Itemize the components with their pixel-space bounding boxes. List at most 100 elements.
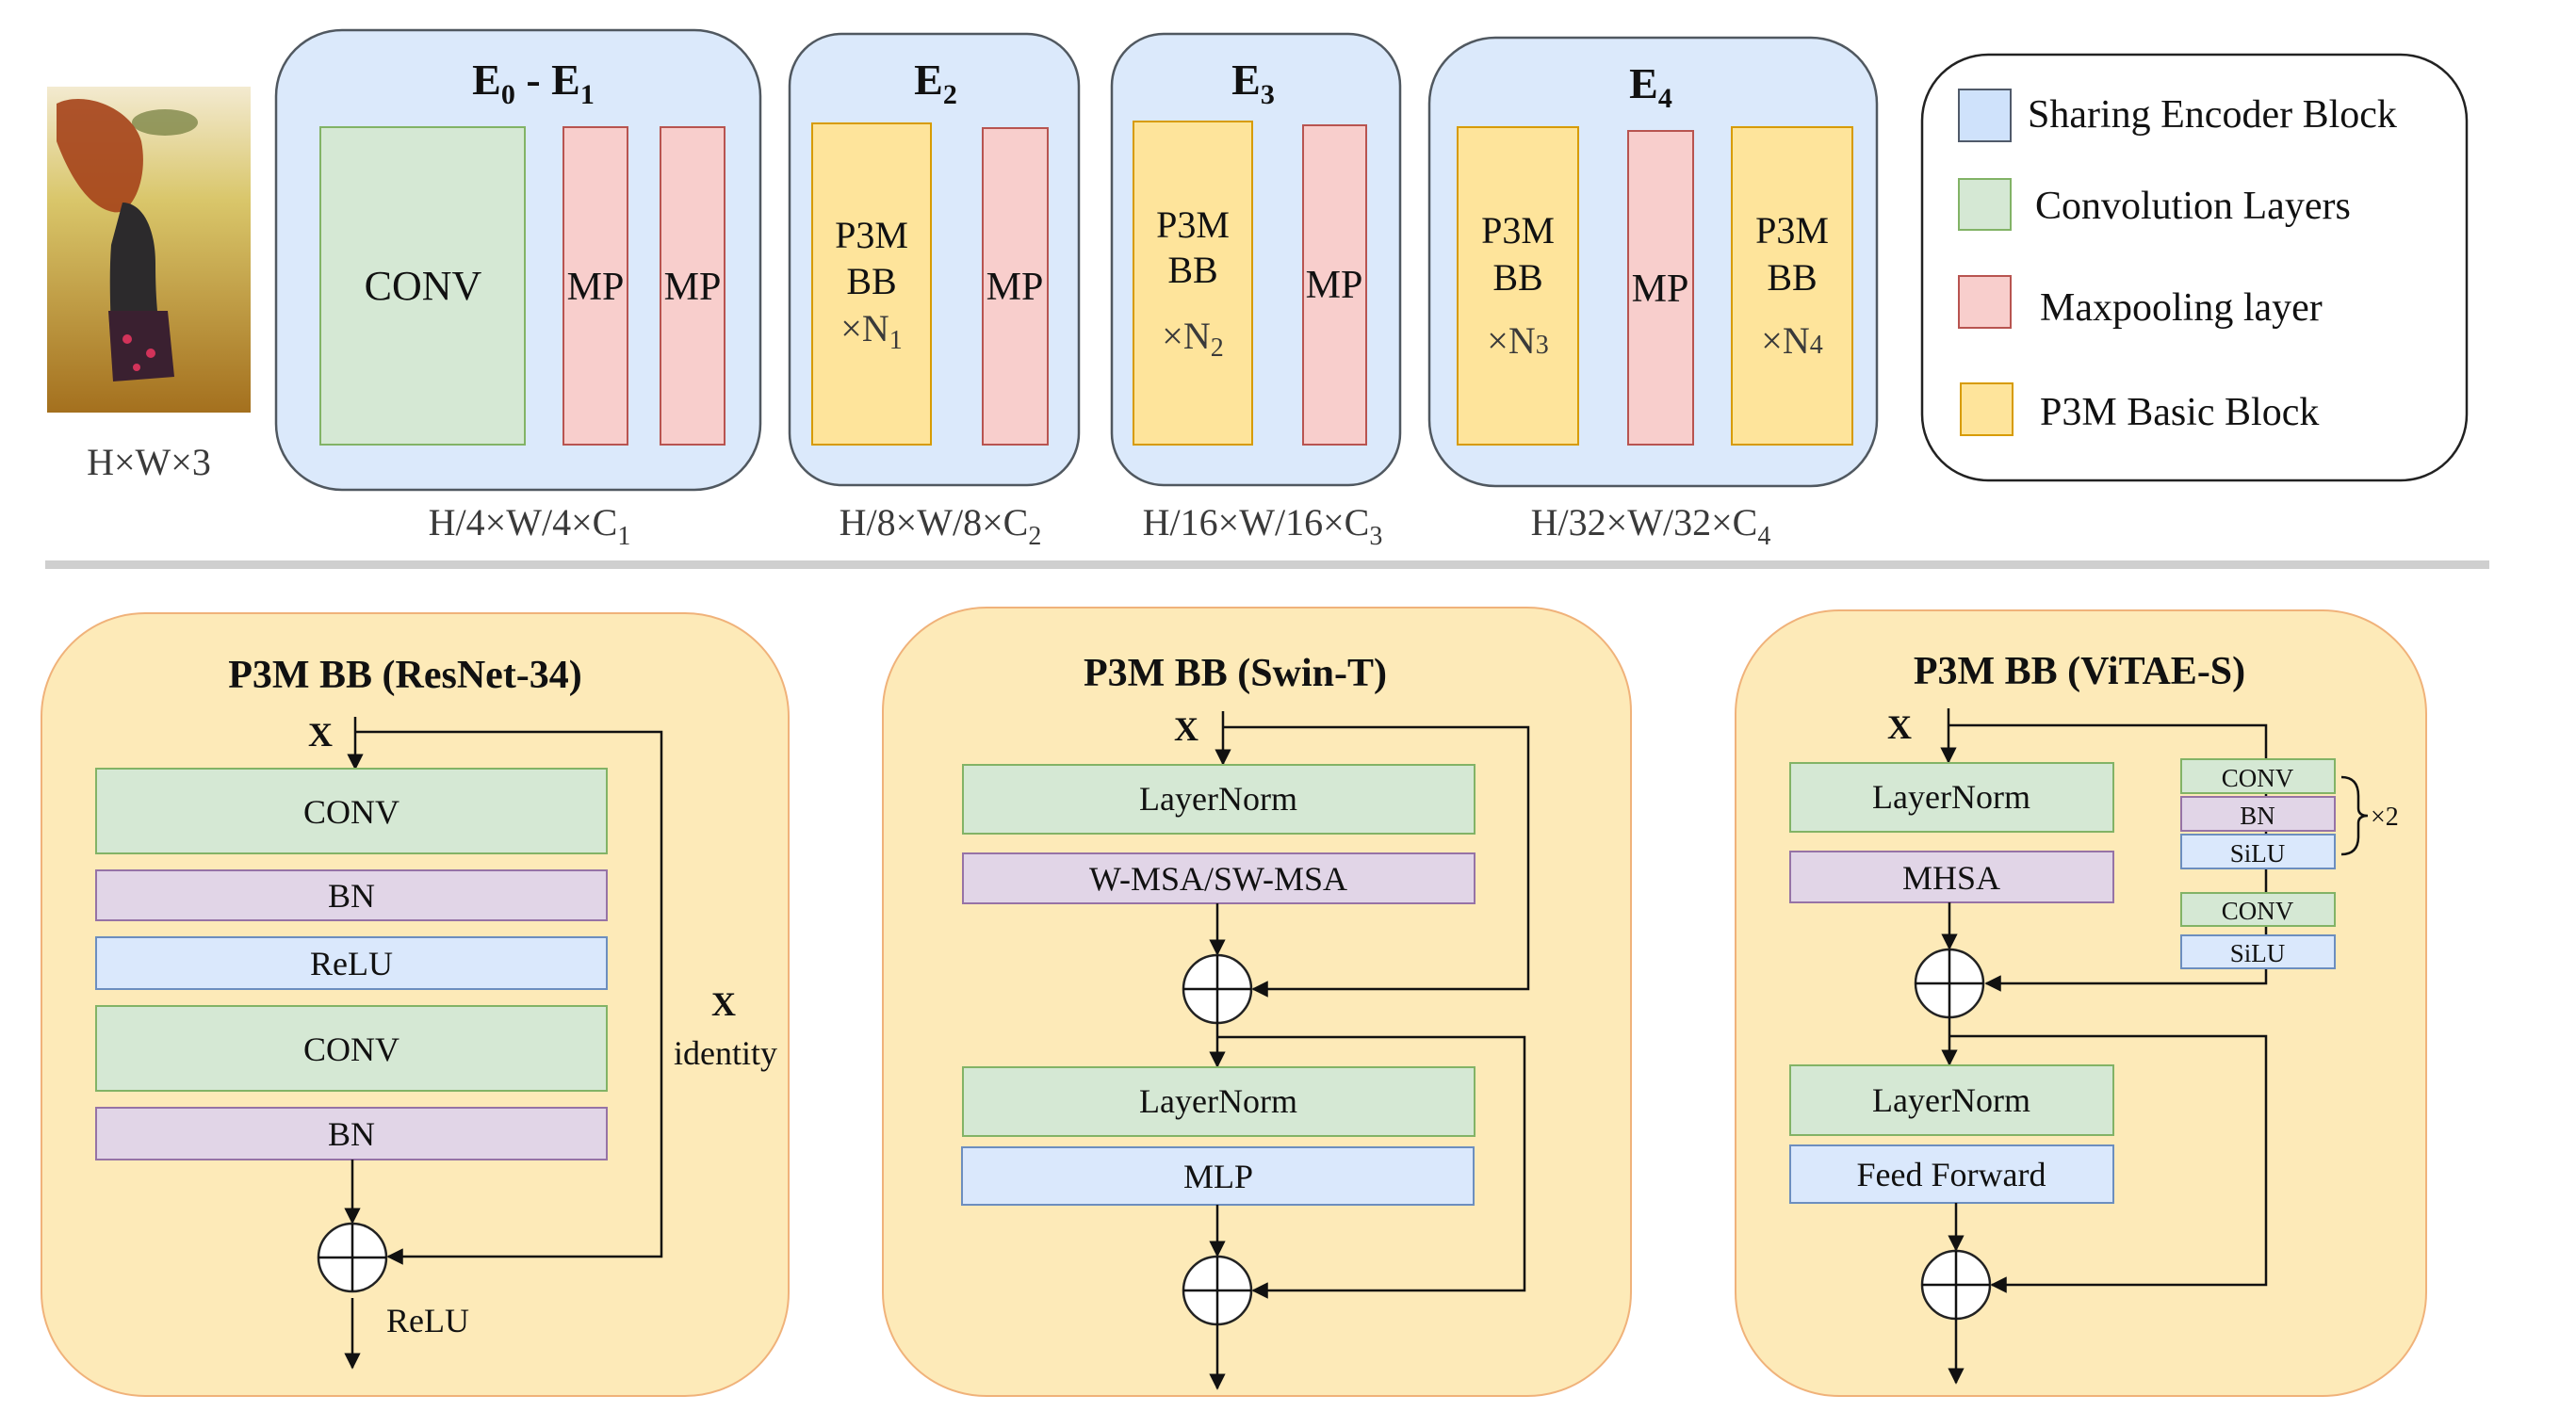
basic-block-label: P3M [1481, 209, 1555, 252]
layer-label: BN [2240, 802, 2275, 830]
maxpool-block [562, 126, 628, 446]
layer-label: LayerNorm [1872, 1081, 2030, 1119]
maxpool-block [1627, 130, 1694, 446]
legend-label: Sharing Encoder Block [2028, 93, 2397, 137]
legend-item: Sharing Encoder Block [1958, 89, 2397, 142]
layer-layernorm [962, 1066, 1475, 1137]
stage-title-e4: E4 [1629, 59, 1672, 114]
layer-label: LayerNorm [1872, 778, 2030, 816]
layer-label: LayerNorm [1139, 780, 1297, 818]
layer-conv [2180, 892, 2336, 927]
basic-block [1133, 121, 1253, 446]
layer-silu [2180, 934, 2336, 969]
basic-block-label: P3M [835, 214, 908, 256]
basic-block-label: BB [846, 260, 896, 302]
layer-label: Feed Forward [1857, 1156, 2046, 1193]
panel-title: P3M BB (ResNet-34) [228, 654, 582, 697]
panel-title: P3M BB (Swin-T) [1084, 652, 1387, 695]
layer-conv [95, 1005, 608, 1092]
legend-label: Maxpooling layer [2040, 286, 2323, 330]
stage-title-e0-e1: E0 - E1 [472, 56, 595, 110]
maxpool-label: MP [664, 266, 722, 309]
maxpool-label: MP [1306, 264, 1363, 307]
encoder-stage-e2: E2 P3M BB ×N1 MP [788, 32, 1081, 487]
layer-label: MHSA [1902, 859, 2000, 897]
maxpool-block [660, 126, 726, 446]
repeat-count: ×N4 [1761, 319, 1822, 362]
layer-mhsa [1789, 851, 2114, 903]
input-label: X [1174, 710, 1198, 748]
input-size-caption: H×W×3 [87, 441, 211, 483]
layer-label: CONV [303, 1030, 399, 1068]
stage-dim-e2: H/8×W/8×C2 [840, 501, 1042, 551]
maxpool-label: MP [986, 266, 1044, 309]
maxpool-label: MP [1632, 268, 1689, 311]
layer-label: W-MSA/SW-MSA [1089, 860, 1347, 898]
legend-label: Convolution Layers [2035, 185, 2351, 228]
input-label: X [1887, 708, 1912, 746]
panel-swin-t: P3M BB (Swin-T) X LayerNorm W-MSA/SW-MSA… [882, 607, 1632, 1397]
layer-conv [95, 768, 608, 854]
layer-layernorm [1789, 1064, 2114, 1136]
repeat-count: ×N2 [1162, 315, 1223, 363]
repeat-count: ×N3 [1487, 319, 1548, 362]
repeat-brace-icon [2340, 775, 2369, 856]
skip-label-identity: identity [674, 1034, 777, 1072]
layer-layernorm [962, 764, 1475, 835]
legend-item: Maxpooling layer [1958, 275, 2323, 330]
layer-wmsa [962, 852, 1475, 904]
input-label: X [308, 716, 333, 754]
maxpool-label: MP [567, 266, 625, 309]
layer-feed-forward [1789, 1144, 2114, 1204]
basic-block-label: P3M [1156, 203, 1230, 246]
maxpool-block [982, 127, 1049, 446]
sum-node-icon [1914, 948, 1985, 1019]
encoder-stage-e4: E4 P3M BB ×N3 MP P3M BB ×N4 [1427, 36, 1879, 488]
layer-mlp [961, 1146, 1475, 1206]
layer-bn [95, 869, 608, 921]
sum-node-icon [317, 1222, 388, 1293]
maxpool-block [1302, 124, 1367, 446]
basic-block [1731, 126, 1853, 446]
encoder-stage-e0-e1: E0 - E1 CONV MP MP [274, 28, 762, 492]
layer-label: SiLU [2230, 839, 2286, 868]
layer-label: SiLU [2230, 939, 2286, 967]
layer-bn [2180, 796, 2336, 832]
stage-dim-e4: H/32×W/32×C4 [1531, 501, 1771, 551]
legend: Sharing Encoder Block Convolution Layers… [1920, 53, 2469, 482]
sum-node-icon [1182, 1255, 1253, 1326]
layer-relu [95, 936, 608, 990]
layer-conv [2180, 758, 2336, 794]
stage-title-e2: E2 [914, 56, 957, 110]
stage-title-e3: E3 [1231, 56, 1275, 110]
panel-resnet34: P3M BB (ResNet-34) X CONV BN ReLU CONV B… [41, 612, 790, 1397]
sum-node-icon [1182, 953, 1253, 1025]
skip-label: X [711, 985, 736, 1023]
basic-block-label: BB [1767, 256, 1817, 299]
basic-block [1457, 126, 1579, 446]
legend-item: Convolution Layers [1958, 178, 2351, 231]
section-divider [45, 560, 2489, 569]
basic-block-label: BB [1167, 249, 1217, 291]
layer-silu [2180, 834, 2336, 869]
stage-dim-e0-e1: H/4×W/4×C1 [429, 501, 631, 551]
layer-label: LayerNorm [1139, 1082, 1297, 1120]
layer-layernorm [1789, 762, 2114, 833]
sum-node-icon [1920, 1249, 1992, 1321]
input-image [47, 87, 251, 413]
layer-label: BN [328, 877, 375, 915]
conv-block [319, 126, 526, 446]
encoder-stage-e3: E3 P3M BB ×N2 MP [1110, 32, 1402, 487]
conv-block-label: CONV [365, 263, 482, 309]
basic-block-label: BB [1492, 256, 1542, 299]
layer-label: CONV [2222, 764, 2294, 792]
panel-title: P3M BB (ViTAE-S) [1914, 650, 2245, 693]
legend-item: P3M Basic Block [1960, 382, 2319, 436]
basic-block [811, 122, 932, 446]
stage-dim-e3: H/16×W/16×C3 [1143, 501, 1383, 551]
basic-block-label: P3M [1755, 209, 1829, 252]
repeat-count: ×N1 [840, 307, 902, 355]
repeat-label: ×2 [2371, 803, 2399, 832]
layer-label: BN [328, 1115, 375, 1153]
